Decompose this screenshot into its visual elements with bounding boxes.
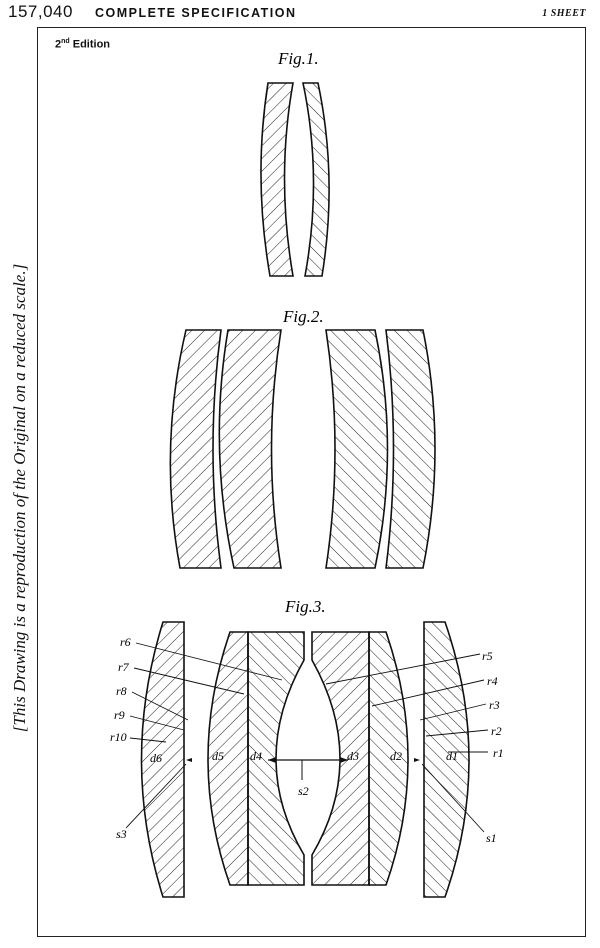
fig2-lens-4 <box>385 329 436 569</box>
fig3-element-d6 <box>140 621 185 898</box>
label-s2: s2 <box>298 784 309 798</box>
label-d6: d6 <box>150 751 162 765</box>
document-title: COMPLETE SPECIFICATION <box>95 6 297 20</box>
label-d1: d1 <box>446 749 458 763</box>
label-r6: r6 <box>120 635 131 649</box>
figure-3-label: Fig.3. <box>284 597 326 616</box>
fig3-element-d1 <box>423 621 470 898</box>
label-s3: s3 <box>116 827 127 841</box>
label-r9: r9 <box>114 708 125 722</box>
figure-2-label: Fig.2. <box>282 307 324 326</box>
label-r2: r2 <box>491 724 502 738</box>
label-r4: r4 <box>487 674 498 688</box>
label-r3: r3 <box>489 698 500 712</box>
fig3-element-d5 <box>207 631 249 886</box>
figure-3: Fig.3. r6 <box>110 597 504 898</box>
fig1-lens-left <box>260 82 294 277</box>
label-r8: r8 <box>116 684 127 698</box>
fig2-lens-3 <box>325 329 389 569</box>
label-d4: d4 <box>250 749 262 763</box>
label-r5: r5 <box>482 649 493 663</box>
label-s1: s1 <box>486 831 497 845</box>
label-d2: d2 <box>390 749 402 763</box>
drawing-frame <box>37 27 586 937</box>
label-r1: r1 <box>493 746 504 760</box>
sheet-count: 1 SHEET <box>542 8 586 19</box>
fig2-lens-1 <box>169 329 222 569</box>
label-r10: r10 <box>110 730 127 744</box>
label-d5: d5 <box>212 749 224 763</box>
fig2-lens-2 <box>218 329 282 569</box>
label-r7: r7 <box>118 660 130 674</box>
fig3-element-d2 <box>368 631 409 886</box>
fig1-lens-right <box>302 82 330 277</box>
patent-number: 157,040 <box>8 2 73 21</box>
figure-2: Fig.2. <box>169 307 436 569</box>
figure-1-label: Fig.1. <box>277 49 319 68</box>
edition-label: 2nd Edition <box>55 38 111 51</box>
label-d3: d3 <box>347 749 359 763</box>
figure-1: Fig.1. <box>260 49 330 277</box>
